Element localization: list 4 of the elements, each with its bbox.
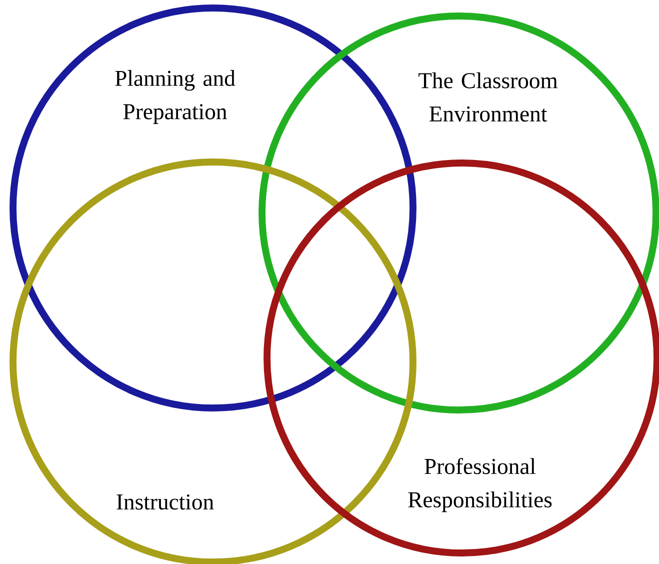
circle-label: Professional Responsibilities <box>408 458 552 512</box>
circle-label: Planning and Preparation <box>115 70 236 124</box>
circle-label: Instruction <box>116 494 214 510</box>
circle-label: The Classroom Environment <box>418 72 558 122</box>
